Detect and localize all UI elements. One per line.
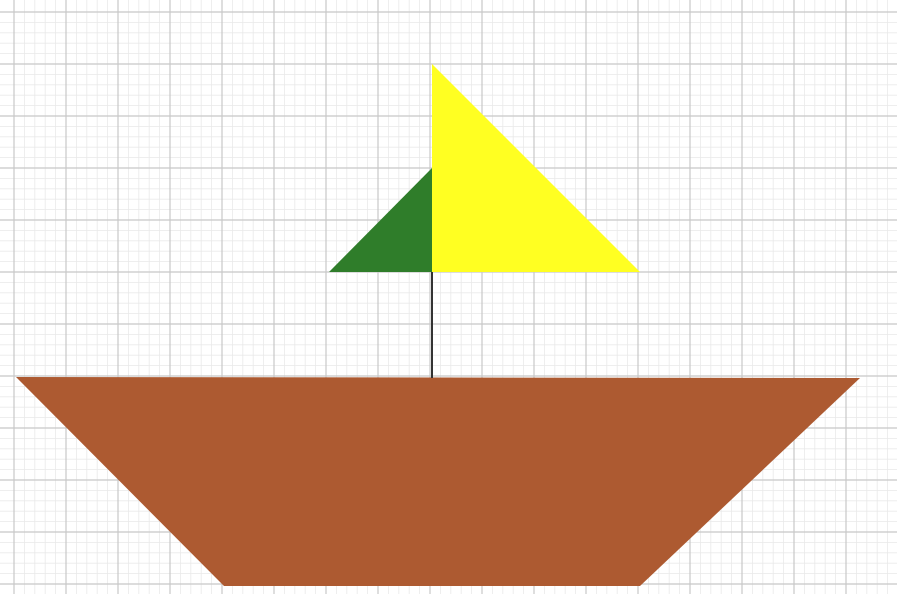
boat-hull <box>16 377 860 586</box>
sailboat <box>16 64 860 586</box>
sail-left <box>329 168 432 272</box>
sail-right <box>432 64 640 272</box>
